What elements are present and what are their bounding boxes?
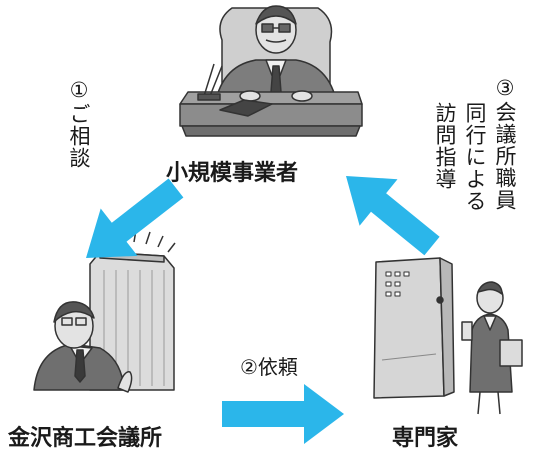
step-visit-line-1: ③会議所職員 — [493, 76, 517, 211]
node-chamber: 金沢商工会議所 — [8, 426, 163, 451]
arrow-consult — [86, 178, 184, 258]
node-small-business: 小規模事業者 — [166, 161, 299, 186]
arrow-visit — [346, 176, 440, 256]
step-visit-label: ③会議所職員 同行による 訪問指導 — [418, 76, 518, 246]
node-expert: 専門家 — [392, 426, 459, 451]
expert-illustration — [373, 257, 523, 415]
step-visit-line-2: 同行による — [463, 102, 487, 212]
chamber-building-illustration — [33, 229, 176, 393]
business-owner-illustration — [179, 5, 363, 137]
step-request-label: ②依頼 — [240, 355, 298, 379]
step-consult-label: ①ご相談 — [67, 78, 91, 169]
step-visit-line-3: 訪問指導 — [433, 102, 457, 190]
arrow-request — [222, 384, 344, 444]
